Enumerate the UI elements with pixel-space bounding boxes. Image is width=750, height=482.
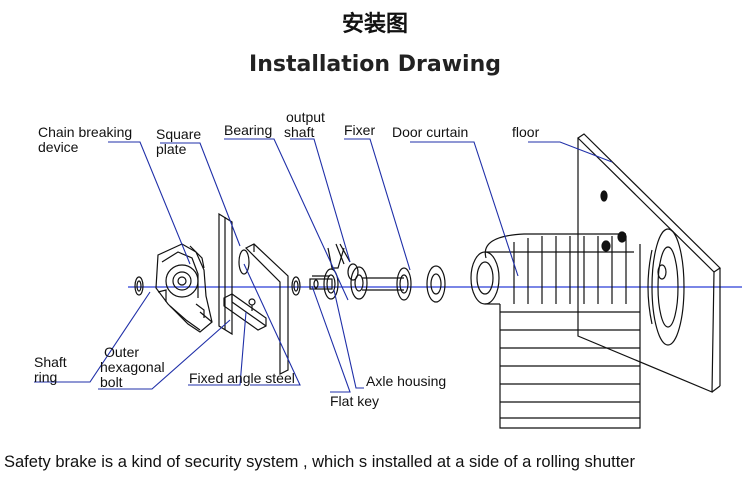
leader-bearing <box>224 138 349 301</box>
snap-ring-part <box>291 276 301 296</box>
leader-lines <box>34 138 613 393</box>
leader-fixed-angle-steel-b <box>243 263 301 386</box>
leader-axle-housing <box>333 289 364 389</box>
leader-door-curtain <box>410 141 519 277</box>
door-curtain-part <box>470 233 641 429</box>
label-outer-bolt-2: hexagonal <box>100 359 165 375</box>
leader-square-plate <box>160 142 241 247</box>
label-floor: floor <box>512 124 540 140</box>
label-bearing: Bearing <box>224 122 272 138</box>
label-square-plate-1: Square <box>156 126 201 142</box>
label-fixed-angle-steel: Fixed angle steel <box>189 370 295 386</box>
leader-shaft-ring <box>34 291 151 383</box>
leader-fixer <box>344 138 411 271</box>
caption: Safety brake is a kind of security syste… <box>4 453 635 471</box>
flat-key-part <box>309 275 333 290</box>
label-square-plate-2: plate <box>156 141 187 157</box>
title-english: Installation Drawing <box>249 52 501 77</box>
label-chain-breaking-2: device <box>38 139 79 155</box>
label-outer-bolt-1: Outer <box>104 344 139 360</box>
square-plate-part <box>218 212 233 336</box>
label-outer-bolt-3: bolt <box>100 374 123 390</box>
label-chain-breaking-1: Chain breaking <box>38 124 132 140</box>
title-chinese: 安装图 <box>341 12 408 37</box>
fixed-angle-steel-part <box>223 243 289 375</box>
drawing <box>128 133 742 429</box>
fixer-part <box>350 265 446 303</box>
leader-flat-key <box>311 285 351 393</box>
floor-bracket-part <box>577 133 721 393</box>
shaft-ring-part <box>134 276 144 296</box>
label-shaft-ring-2: ring <box>34 369 57 385</box>
label-axle-housing: Axle housing <box>366 373 446 389</box>
label-flat-key: Flat key <box>330 393 379 409</box>
leader-fixed-angle-steel-a <box>188 311 247 386</box>
label-door-curtain: Door curtain <box>392 124 468 140</box>
label-fixer: Fixer <box>344 122 375 138</box>
chain-breaking-device-part <box>155 243 213 333</box>
label-shaft-ring-1: Shaft <box>34 354 67 370</box>
leader-outer-bolt <box>98 319 231 390</box>
label-output-shaft-1: output <box>286 109 325 125</box>
leader-floor <box>528 141 613 163</box>
labels: Chain breaking device Square plate Beari… <box>34 109 540 409</box>
label-output-shaft-2: shaft <box>284 124 314 140</box>
leader-chain-breaking <box>108 141 191 265</box>
axle-housing-part <box>323 243 359 300</box>
leader-output-shaft <box>290 138 351 263</box>
